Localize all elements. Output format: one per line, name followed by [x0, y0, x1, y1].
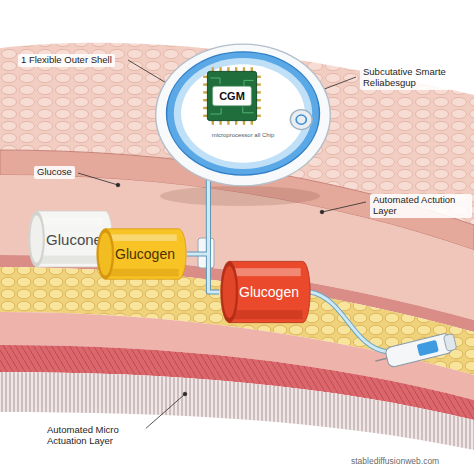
callout-label: Glucose — [34, 166, 75, 179]
fiber-layer — [0, 372, 474, 450]
reservoir-label: Glucone — [46, 231, 102, 248]
connector-tube — [187, 180, 208, 254]
callout-label: Automated Micro Actuation Layer — [44, 424, 146, 448]
watermark: stablediffusionweb.com — [348, 456, 442, 468]
reservoir: Glucogen — [218, 258, 312, 326]
tube-outline — [187, 180, 208, 254]
reservoir: Glucogen — [94, 226, 188, 282]
outlet-tube-core — [310, 292, 388, 352]
reservoir-label: Glucogen — [115, 246, 175, 262]
tube-outline — [208, 180, 219, 292]
chip-label: CGM — [219, 90, 245, 102]
callout-label: Subcutative Smarte Reliabesgup — [360, 66, 466, 90]
injector-pen — [373, 332, 457, 371]
callout-label: 1 Flexible Outer Shell — [18, 54, 115, 67]
reservoir-label: Glucogen — [239, 284, 299, 300]
cgm-chip: CGM — [202, 66, 262, 126]
connector-tube — [208, 180, 219, 292]
callout-label: Automated Actution Layer — [370, 194, 472, 218]
chip-caption: microprocessor all Chip — [152, 132, 334, 138]
sensor-device: CGM microprocessor all Chip — [152, 38, 334, 192]
device-shadow — [160, 186, 320, 206]
outlet-tube — [310, 292, 388, 352]
